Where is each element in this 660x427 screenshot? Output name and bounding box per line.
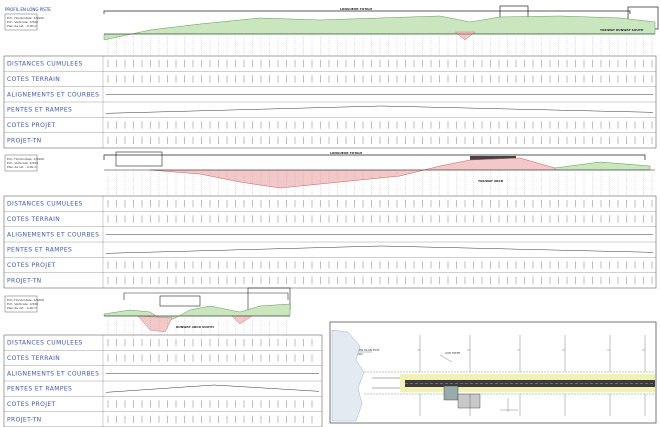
cut-area	[137, 315, 173, 333]
legend-line: Plan de ref. : 0.00 m	[7, 306, 37, 310]
inset-title: VUE EN PLAN ECH.	[352, 348, 380, 352]
sheet-title: PROFIL EN LONG PISTE	[5, 7, 51, 12]
table-rows	[4, 350, 322, 412]
legend-line: Ech. Verticale: 1/500	[7, 302, 38, 306]
cut-area	[231, 315, 253, 325]
row-label: PENTES ET RAMPES	[7, 107, 72, 114]
length-note: LONGUEUR TOTALE	[340, 7, 372, 11]
length-note: LONGUEUR TOTALE	[330, 151, 362, 155]
slope-line	[105, 245, 654, 254]
row-label: ALIGNEMENTS ET COURBES	[7, 231, 99, 238]
legend-line: Ech. Verticale: 1/500	[7, 20, 38, 24]
profile-2: Ech. Horizontale: 1/5000 Ech. Verticale:…	[3, 151, 657, 289]
bracket-box	[159, 295, 201, 307]
length-bracket	[103, 10, 631, 14]
plan-view-inset: 02 VUE EN PLAN ECH. 1/5000 AXE PISTE	[329, 321, 657, 424]
legend-line: Ech. Horizontale: 1/5000	[7, 16, 44, 20]
terrain-fill-area	[554, 161, 651, 171]
row-label: COTES PROJET	[7, 122, 56, 129]
profile-3: Ech. Horizontale: 1/5000 Ech. Verticale:…	[3, 287, 323, 427]
inset-frame	[329, 321, 657, 424]
plan-note: AXE PISTE	[445, 351, 460, 355]
table-rows	[4, 71, 656, 133]
row-label: COTES TERRAIN	[7, 355, 60, 362]
row-label: COTES TERRAIN	[7, 76, 60, 83]
profile-callout: TAXIWAY ABCD	[478, 179, 504, 183]
row-label: COTES PROJET	[7, 262, 56, 269]
profile-verticals	[107, 34, 653, 56]
slope-line	[105, 105, 654, 114]
row-label: PENTES ET RAMPES	[7, 247, 72, 254]
row-label: PROJET-TN	[7, 137, 42, 144]
row-labels: DISTANCES CUMULEES COTES TERRAIN ALIGNEMEN…	[7, 340, 99, 424]
legend-box	[4, 154, 38, 172]
row-label: DISTANCES CUMULEES	[7, 340, 83, 347]
station-ticks	[105, 60, 654, 144]
row-label: ALIGNEMENTS ET COURBES	[7, 91, 99, 98]
apron	[443, 385, 459, 401]
leader-line	[439, 354, 453, 363]
row-label: ALIGNEMENTS ET COURBES	[7, 370, 99, 377]
legend-box	[4, 13, 38, 31]
row-label: DISTANCES CUMULEES	[7, 61, 83, 68]
table-rows	[4, 211, 656, 273]
profile-verticals	[107, 170, 653, 196]
sea-area	[331, 329, 365, 422]
station-ticks	[105, 339, 320, 423]
row-labels: DISTANCES CUMULEES COTES TERRAIN ALIGNEMEN…	[7, 201, 99, 285]
row-label: PROJET-TN	[7, 416, 42, 423]
length-bracket	[123, 292, 289, 300]
terrain-fill-area	[103, 303, 291, 323]
terrain-fill-area	[103, 15, 656, 41]
legend-line: Ech. Horizontale: 1/5000	[7, 298, 44, 302]
station-markers	[417, 335, 646, 416]
row-label: PENTES ET RAMPES	[7, 386, 72, 393]
row-label: DISTANCES CUMULEES	[7, 201, 83, 208]
legend-line: Ech. Horizontale: 1/5000	[7, 157, 44, 161]
station-ticks	[105, 200, 654, 284]
profile-1: PROFIL EN LONG PISTE Ech. Horizontale: 1…	[3, 5, 659, 149]
cut-area	[149, 157, 556, 189]
row-label: COTES TERRAIN	[7, 216, 60, 223]
legend-line: Plan de ref. : 0.00 m	[7, 165, 37, 169]
legend-line: Ech. Verticale: 1/500	[7, 161, 38, 165]
row-labels: DISTANCES CUMULEES COTES TERRAIN ALIGNEMEN…	[7, 61, 99, 145]
terminal-building	[457, 393, 481, 409]
profile-callout: RUNWAY ABCD SOUTH	[176, 325, 214, 329]
legend-box	[4, 295, 38, 313]
bracket-box	[115, 151, 163, 167]
length-bracket	[103, 154, 646, 160]
row-label: PROJET-TN	[7, 277, 42, 284]
profile-callout: TAXIWAY RUNWAY SOUTH	[600, 28, 644, 32]
row-label: COTES PROJET	[7, 401, 56, 408]
slope-line	[105, 384, 320, 393]
legend-line: Plan de ref. : 0.00 m	[7, 24, 37, 28]
